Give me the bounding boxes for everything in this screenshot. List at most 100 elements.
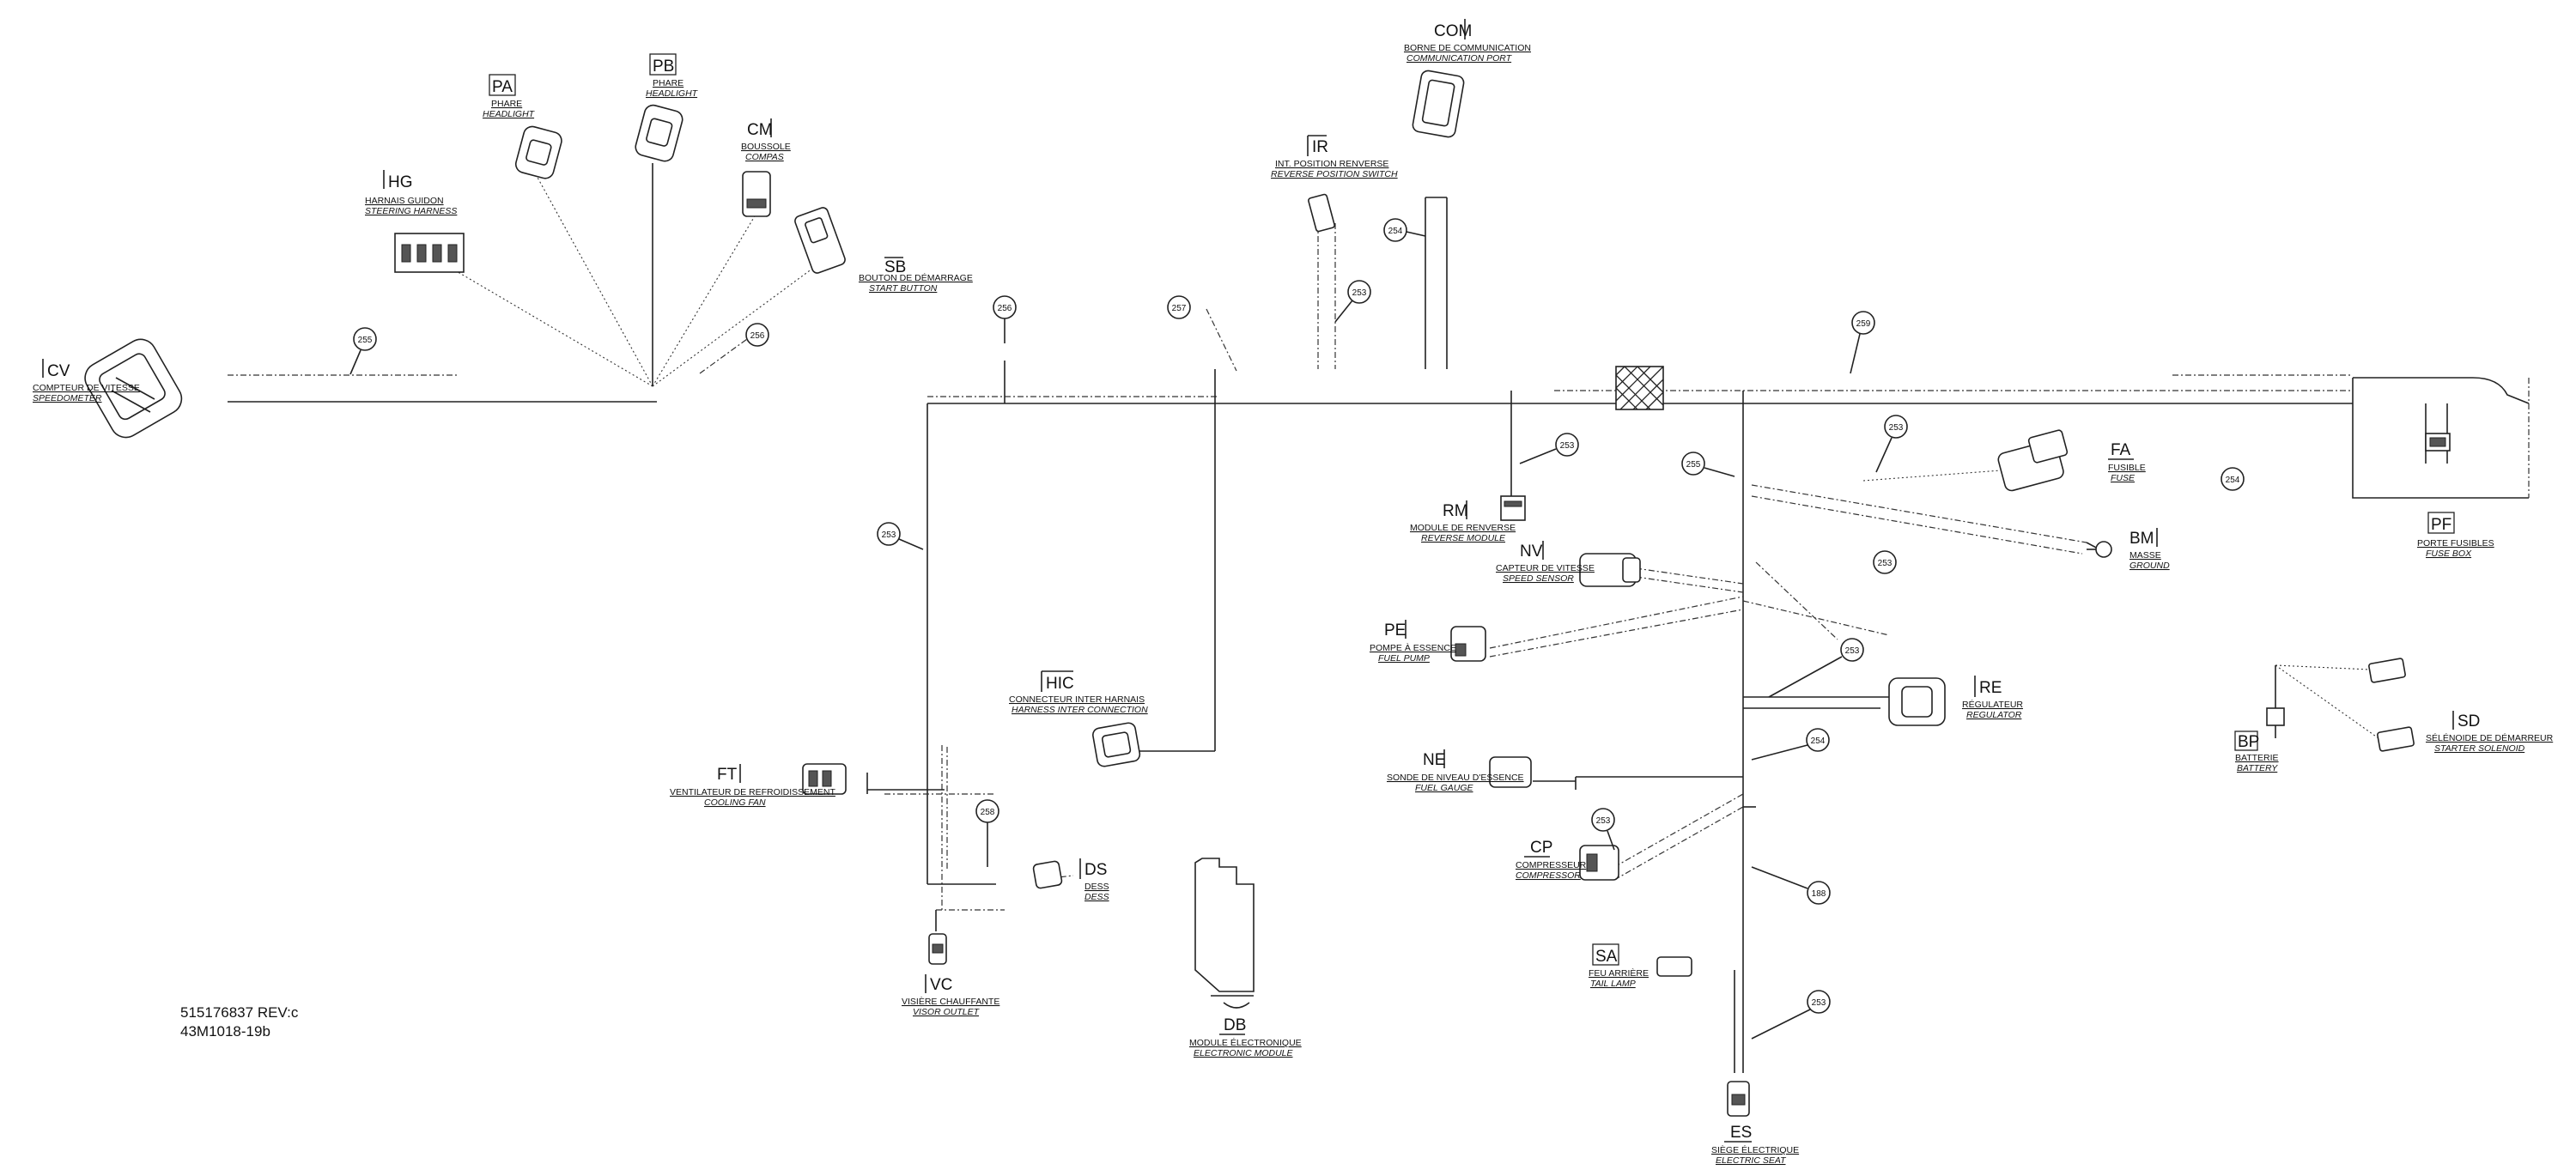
reverse-switch-connector-icon xyxy=(1308,193,1335,233)
tail-lamp-connector-icon xyxy=(1656,956,1692,977)
label-cm: CM BOUSSOLE COMPAS xyxy=(741,118,791,162)
callout-257: 257 xyxy=(1167,295,1191,319)
label-cp-fr: COMPRESSEUR xyxy=(1516,860,1587,870)
label-com-fr: BORNE DE COMMUNICATION xyxy=(1404,43,1531,53)
callout-253-ir: 253 xyxy=(1334,280,1371,323)
label-db-fr: MODULE ÉLECTRONIQUE xyxy=(1189,1037,1302,1048)
label-pe: PE POMPE À ESSENCE FUEL PUMP xyxy=(1370,620,1456,664)
label-es-en: ELECTRIC SEAT xyxy=(1716,1155,1787,1166)
label-pf-fr: PORTE FUSIBLES xyxy=(2417,538,2494,549)
label-pa-fr: PHARE xyxy=(491,99,522,109)
label-nv-code: NV xyxy=(1520,543,1543,561)
svg-text:257: 257 xyxy=(1172,304,1187,313)
label-hg-code: HG xyxy=(388,173,413,191)
label-ir-code: IR xyxy=(1312,138,1328,156)
label-com: COM BORNE DE COMMUNICATION COMMUNICATION… xyxy=(1404,19,1531,64)
label-ne-code: NE xyxy=(1423,751,1445,769)
label-vc: VC VISIÈRE CHAUFFANTE VISOR OUTLET xyxy=(902,974,999,1017)
label-ir-en: REVERSE POSITION SWITCH xyxy=(1271,169,1398,179)
fuse-box-icon xyxy=(2425,433,2451,452)
harness-inter-connector-icon xyxy=(1092,722,1141,767)
electric-seat-connector-icon xyxy=(1727,1081,1750,1117)
label-rm: RM MODULE DE RENVERSE REVERSE MODULE xyxy=(1410,500,1516,543)
connector-symbols xyxy=(84,70,2451,1117)
ground-terminal-icon xyxy=(2087,541,2112,558)
reverse-module-connector-icon xyxy=(1500,495,1526,521)
label-re: RE RÉGULATEUR REGULATOR xyxy=(1962,676,2023,720)
visor-outlet-connector-icon xyxy=(928,933,947,965)
label-pe-en: FUEL PUMP xyxy=(1378,653,1430,664)
label-sb-en: START BUTTON xyxy=(869,283,938,294)
label-bp-fr: BATTERIE xyxy=(2235,753,2279,763)
svg-text:255: 255 xyxy=(358,336,373,345)
label-sa-code: SA xyxy=(1595,948,1618,966)
compass-connector-icon xyxy=(742,171,771,217)
callout-258: 258 xyxy=(975,799,999,823)
label-bp-en: BATTERY xyxy=(2237,763,2278,773)
label-bm-fr: MASSE xyxy=(2129,550,2161,561)
label-cv-fr: COMPTEUR DE VITESSE xyxy=(33,383,140,393)
label-ds-fr: DESS xyxy=(1084,882,1109,892)
label-re-en: REGULATOR xyxy=(1966,710,2022,720)
label-sd-code: SD xyxy=(2458,712,2480,730)
headlight-a-connector-icon xyxy=(514,125,562,179)
callout-253-bm: 253 xyxy=(1873,550,1897,574)
label-sb: SB BOUTON DE DÉMARRAGE START BUTTON xyxy=(859,257,973,294)
label-pb-code: PB xyxy=(653,58,674,76)
drawing-reference: 515176837 REV:c 43M1018-19b xyxy=(180,1004,299,1040)
fan-out-wires xyxy=(454,163,817,387)
label-nv-en: SPEED SENSOR xyxy=(1503,573,1574,584)
label-vc-fr: VISIÈRE CHAUFFANTE xyxy=(902,996,999,1007)
label-ft: FT VENTILATEUR DE REFROIDISSEMENT COOLIN… xyxy=(670,764,835,808)
label-hg-en: STEERING HARNESS xyxy=(365,206,457,216)
label-ds-code: DS xyxy=(1084,861,1107,879)
label-sa-en: TAIL LAMP xyxy=(1590,979,1636,989)
callout-254-pf: 254 xyxy=(2221,467,2245,491)
start-button-connector-icon xyxy=(794,207,846,274)
label-com-code: COM xyxy=(1434,22,1472,40)
label-pf: PF PORTE FUSIBLES FUSE BOX xyxy=(2417,512,2494,559)
svg-text:253: 253 xyxy=(1845,646,1860,656)
label-cp-code: CP xyxy=(1530,839,1552,857)
svg-text:253: 253 xyxy=(1352,288,1367,298)
label-ir: IR INT. POSITION RENVERSE REVERSE POSITI… xyxy=(1271,135,1398,179)
label-ft-code: FT xyxy=(717,766,738,784)
harness-wires xyxy=(228,197,2530,1073)
starter-solenoid-connector-icon xyxy=(2368,658,2415,752)
regulator-connector-icon xyxy=(1888,677,1946,726)
callout-253-cp: 253 xyxy=(1591,808,1615,851)
svg-text:253: 253 xyxy=(882,530,896,540)
callout-253-es: 253 xyxy=(1751,990,1831,1040)
callout-255-left: 255 xyxy=(349,327,377,375)
label-sd-fr: SÉLÉNOIDE DE DÉMARREUR xyxy=(2426,732,2554,743)
label-cv-code: CV xyxy=(47,362,70,380)
label-db-en: ELECTRONIC MODULE xyxy=(1194,1048,1294,1058)
callout-254-ne: 254 xyxy=(1751,728,1830,761)
svg-text:254: 254 xyxy=(2226,476,2240,485)
callout-253-fa: 253 xyxy=(1875,415,1908,473)
callout-253-main: 253 xyxy=(1768,638,1864,698)
callout-254-com: 254 xyxy=(1383,218,1426,242)
cooling-fan-connector-icon xyxy=(802,763,847,795)
label-hg: HG HARNAIS GUIDON STEERING HARNESS xyxy=(365,170,457,216)
label-pa-code: PA xyxy=(492,78,513,96)
svg-text:188: 188 xyxy=(1812,889,1826,899)
label-db-code: DB xyxy=(1224,1016,1246,1034)
label-vc-code: VC xyxy=(930,976,952,994)
label-rm-en: REVERSE MODULE xyxy=(1421,533,1506,543)
label-pe-fr: POMPE À ESSENCE xyxy=(1370,642,1456,653)
compressor-connector-icon xyxy=(1579,845,1619,881)
callout-253-rm: 253 xyxy=(1519,433,1579,464)
svg-text:254: 254 xyxy=(1811,737,1826,746)
label-sb-fr: BOUTON DE DÉMARRAGE xyxy=(859,272,973,283)
callout-254-left: 253 xyxy=(877,522,924,550)
label-ne: NE SONDE DE NIVEAU D'ESSENCE FUEL GAUGE xyxy=(1387,749,1524,793)
callout-255-right: 255 xyxy=(1681,452,1735,477)
label-hic-code: HIC xyxy=(1046,675,1074,693)
label-sd-en: STARTER SOLENOID xyxy=(2434,743,2525,754)
label-ne-fr: SONDE DE NIVEAU D'ESSENCE xyxy=(1387,773,1524,783)
svg-text:253: 253 xyxy=(1889,423,1904,433)
label-ft-en: COOLING FAN xyxy=(704,797,766,808)
label-cm-code: CM xyxy=(747,121,773,139)
